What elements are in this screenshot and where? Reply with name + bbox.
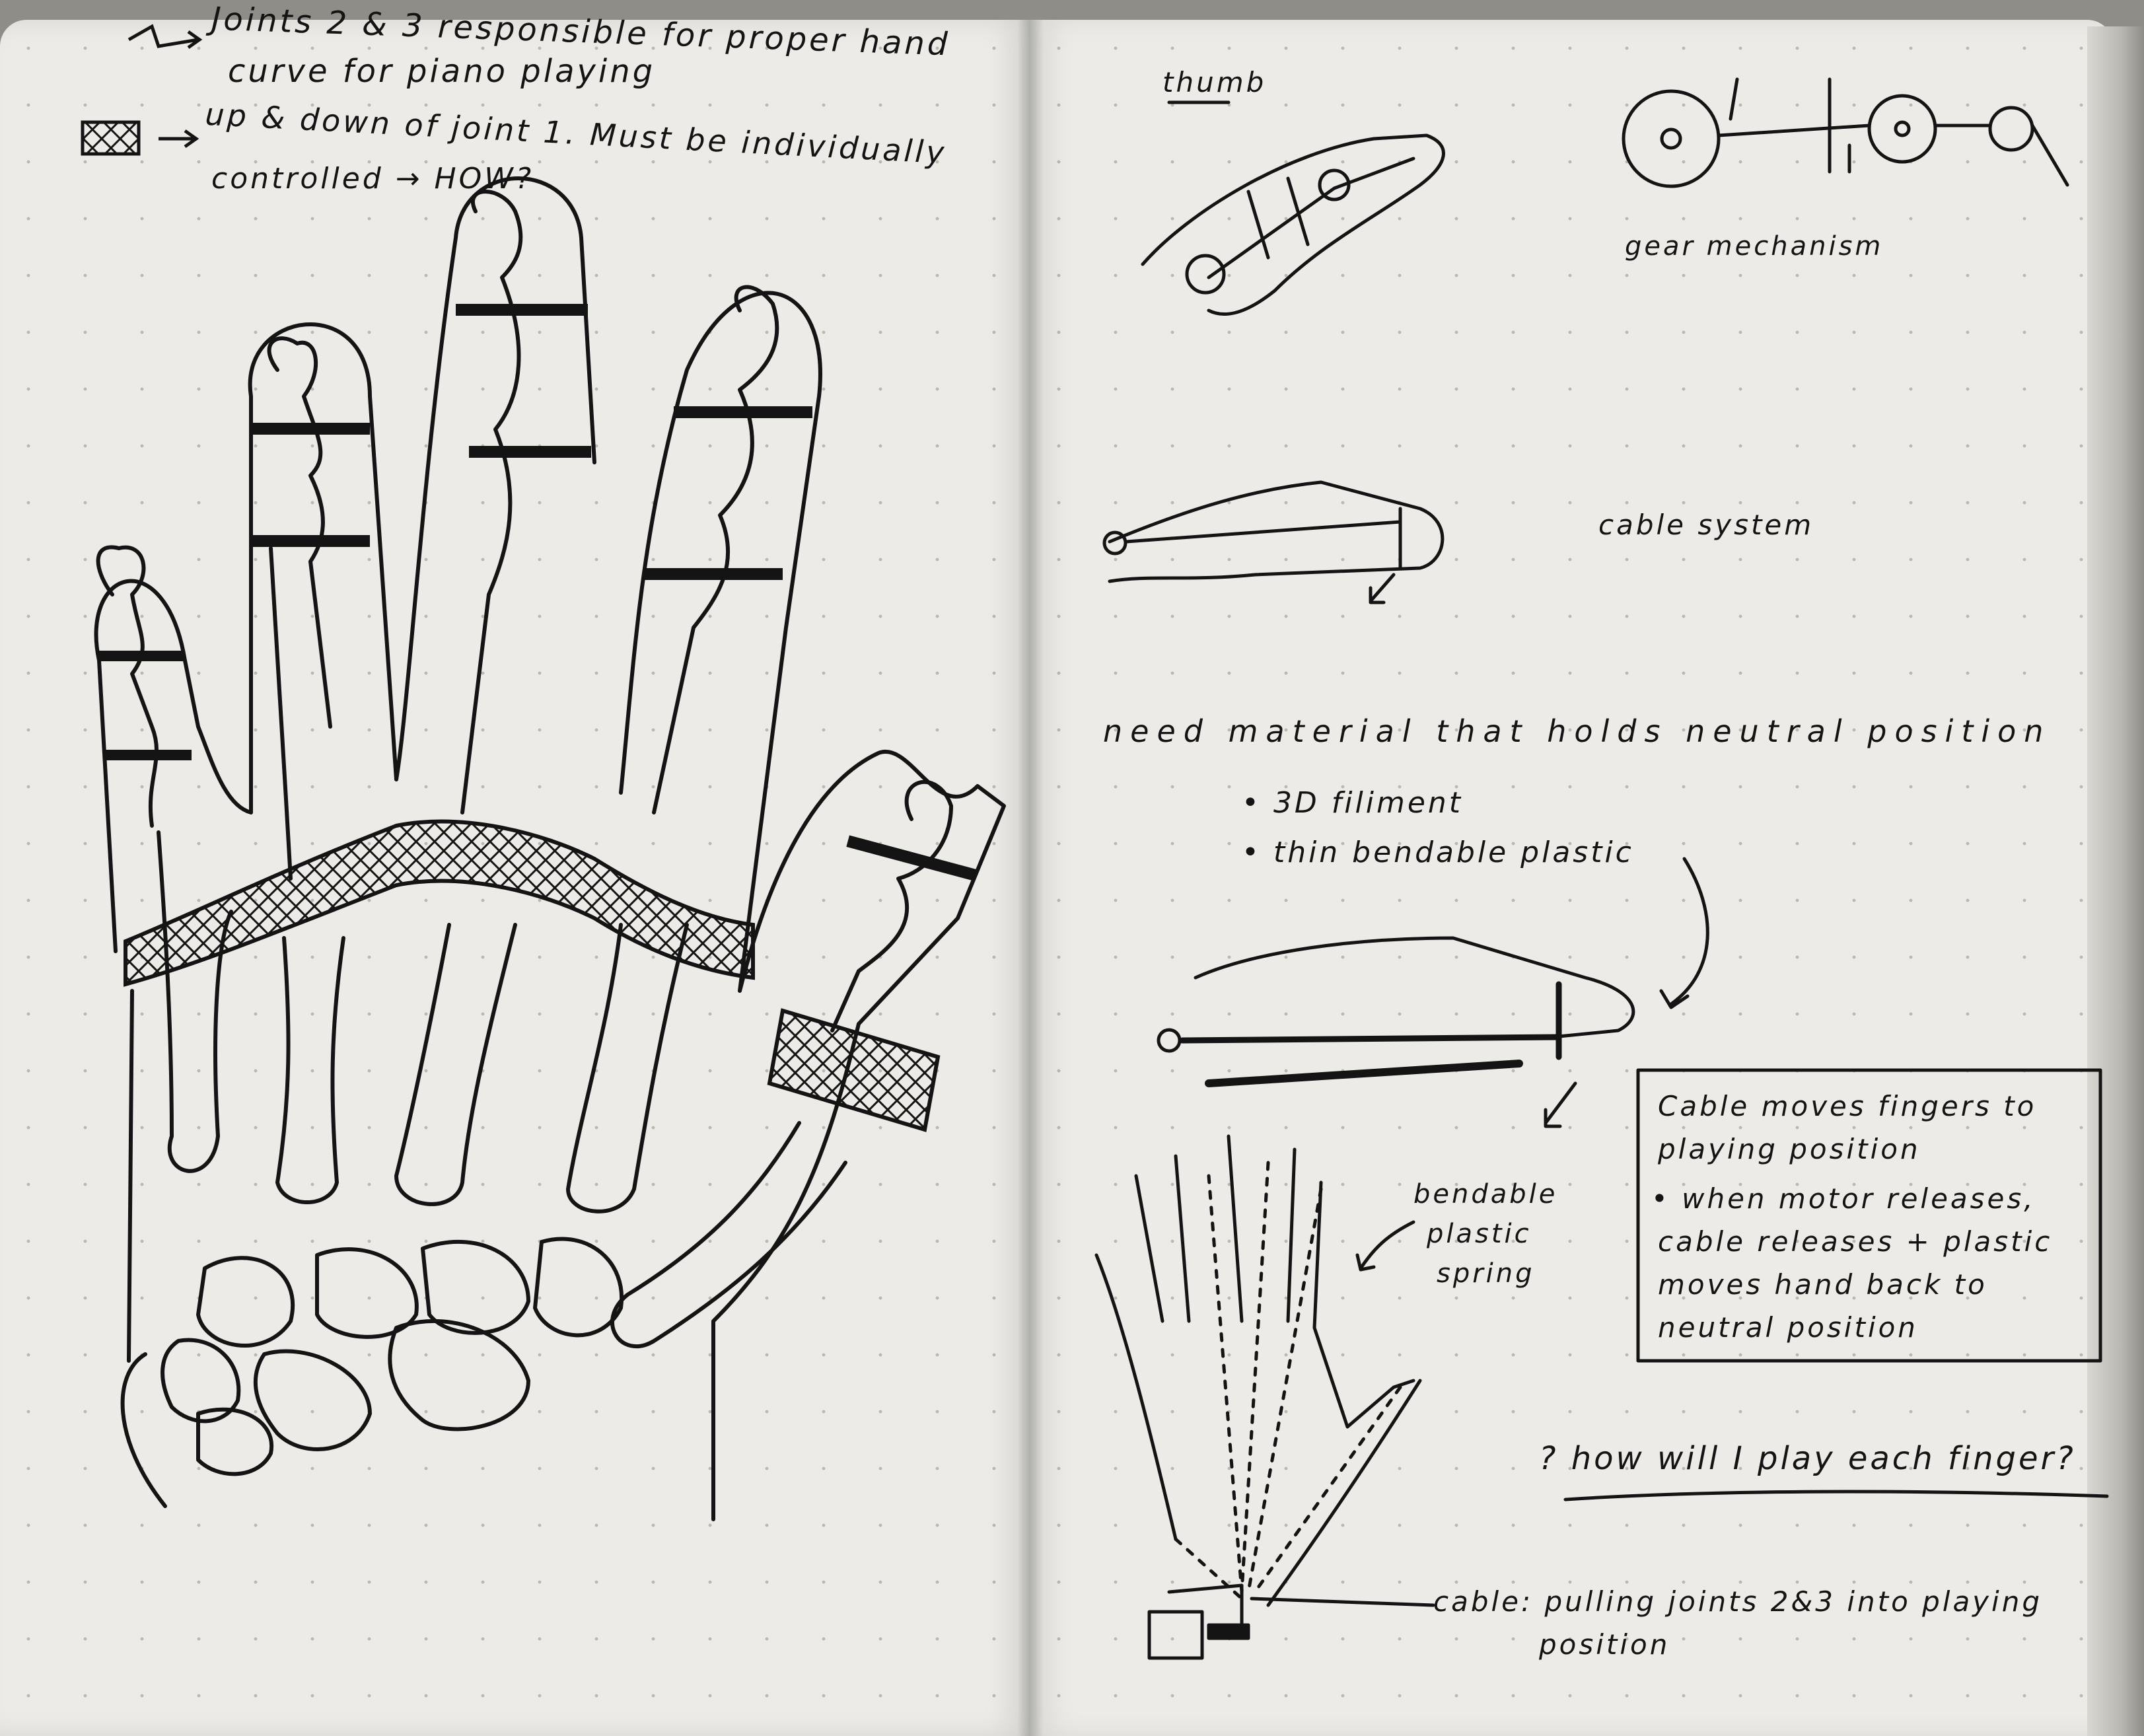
thumb-joint-band — [767, 1008, 941, 1132]
note-joint1-line-2: controlled → HOW? — [211, 162, 534, 196]
cable-note-line-1: cable: pulling joints 2&3 into playing — [1433, 1585, 2042, 1618]
box-line-2: playing position — [1658, 1133, 1921, 1165]
notebook-page-edges — [2087, 26, 2144, 1736]
box-line-1: Cable moves fingers to — [1658, 1090, 2037, 1122]
legend-arrow-icon — [127, 24, 203, 50]
joint-clamps — [99, 304, 978, 881]
box-line-4: cable releases + plastic — [1658, 1225, 2053, 1258]
right-notebook-page — [1030, 20, 2114, 1736]
spring-label-1: bendable — [1413, 1179, 1558, 1210]
thumb-sketch — [1141, 133, 1445, 316]
legend-hatch-swatch — [81, 120, 141, 156]
legend-arrow-icon-2 — [159, 129, 199, 149]
box-line-6: neutral position — [1658, 1311, 1918, 1344]
gear-mechanism-label: gear mechanism — [1625, 231, 1884, 262]
hand-outline — [94, 176, 1006, 1521]
question-underline — [1563, 1490, 2109, 1501]
material-option-plastic: • thin bendable plastic — [1242, 836, 1634, 869]
spring-label-2: plastic — [1427, 1219, 1532, 1249]
plastic-finger-sketch — [1157, 857, 1709, 1128]
material-note: need material that holds neutral positio… — [1103, 713, 2052, 749]
box-line-3: • when motor releases, — [1651, 1182, 2036, 1215]
thumb-label: thumb — [1162, 66, 1267, 98]
notebook-gutter — [1017, 20, 1044, 1736]
cable-note-line-2: position — [1539, 1628, 1670, 1661]
cable-system-sketch — [1102, 480, 1445, 604]
note-joints-line-2: curve for piano playing — [228, 53, 656, 90]
question-note: ? how will I play each finger? — [1539, 1440, 2076, 1477]
glove-cable-sketch — [1094, 1134, 1435, 1660]
spring-label-3: spring — [1437, 1258, 1535, 1289]
explanation-box — [1636, 1068, 2102, 1363]
box-line-5: moves hand back to — [1658, 1268, 1987, 1301]
cable-system-label: cable system — [1598, 509, 1814, 541]
material-option-filament: • 3D filiment — [1242, 786, 1464, 820]
mcp-joint-band — [124, 819, 755, 987]
hand-skeleton-sketch — [94, 176, 1006, 1521]
gear-mechanism-sketch — [1622, 77, 2069, 188]
